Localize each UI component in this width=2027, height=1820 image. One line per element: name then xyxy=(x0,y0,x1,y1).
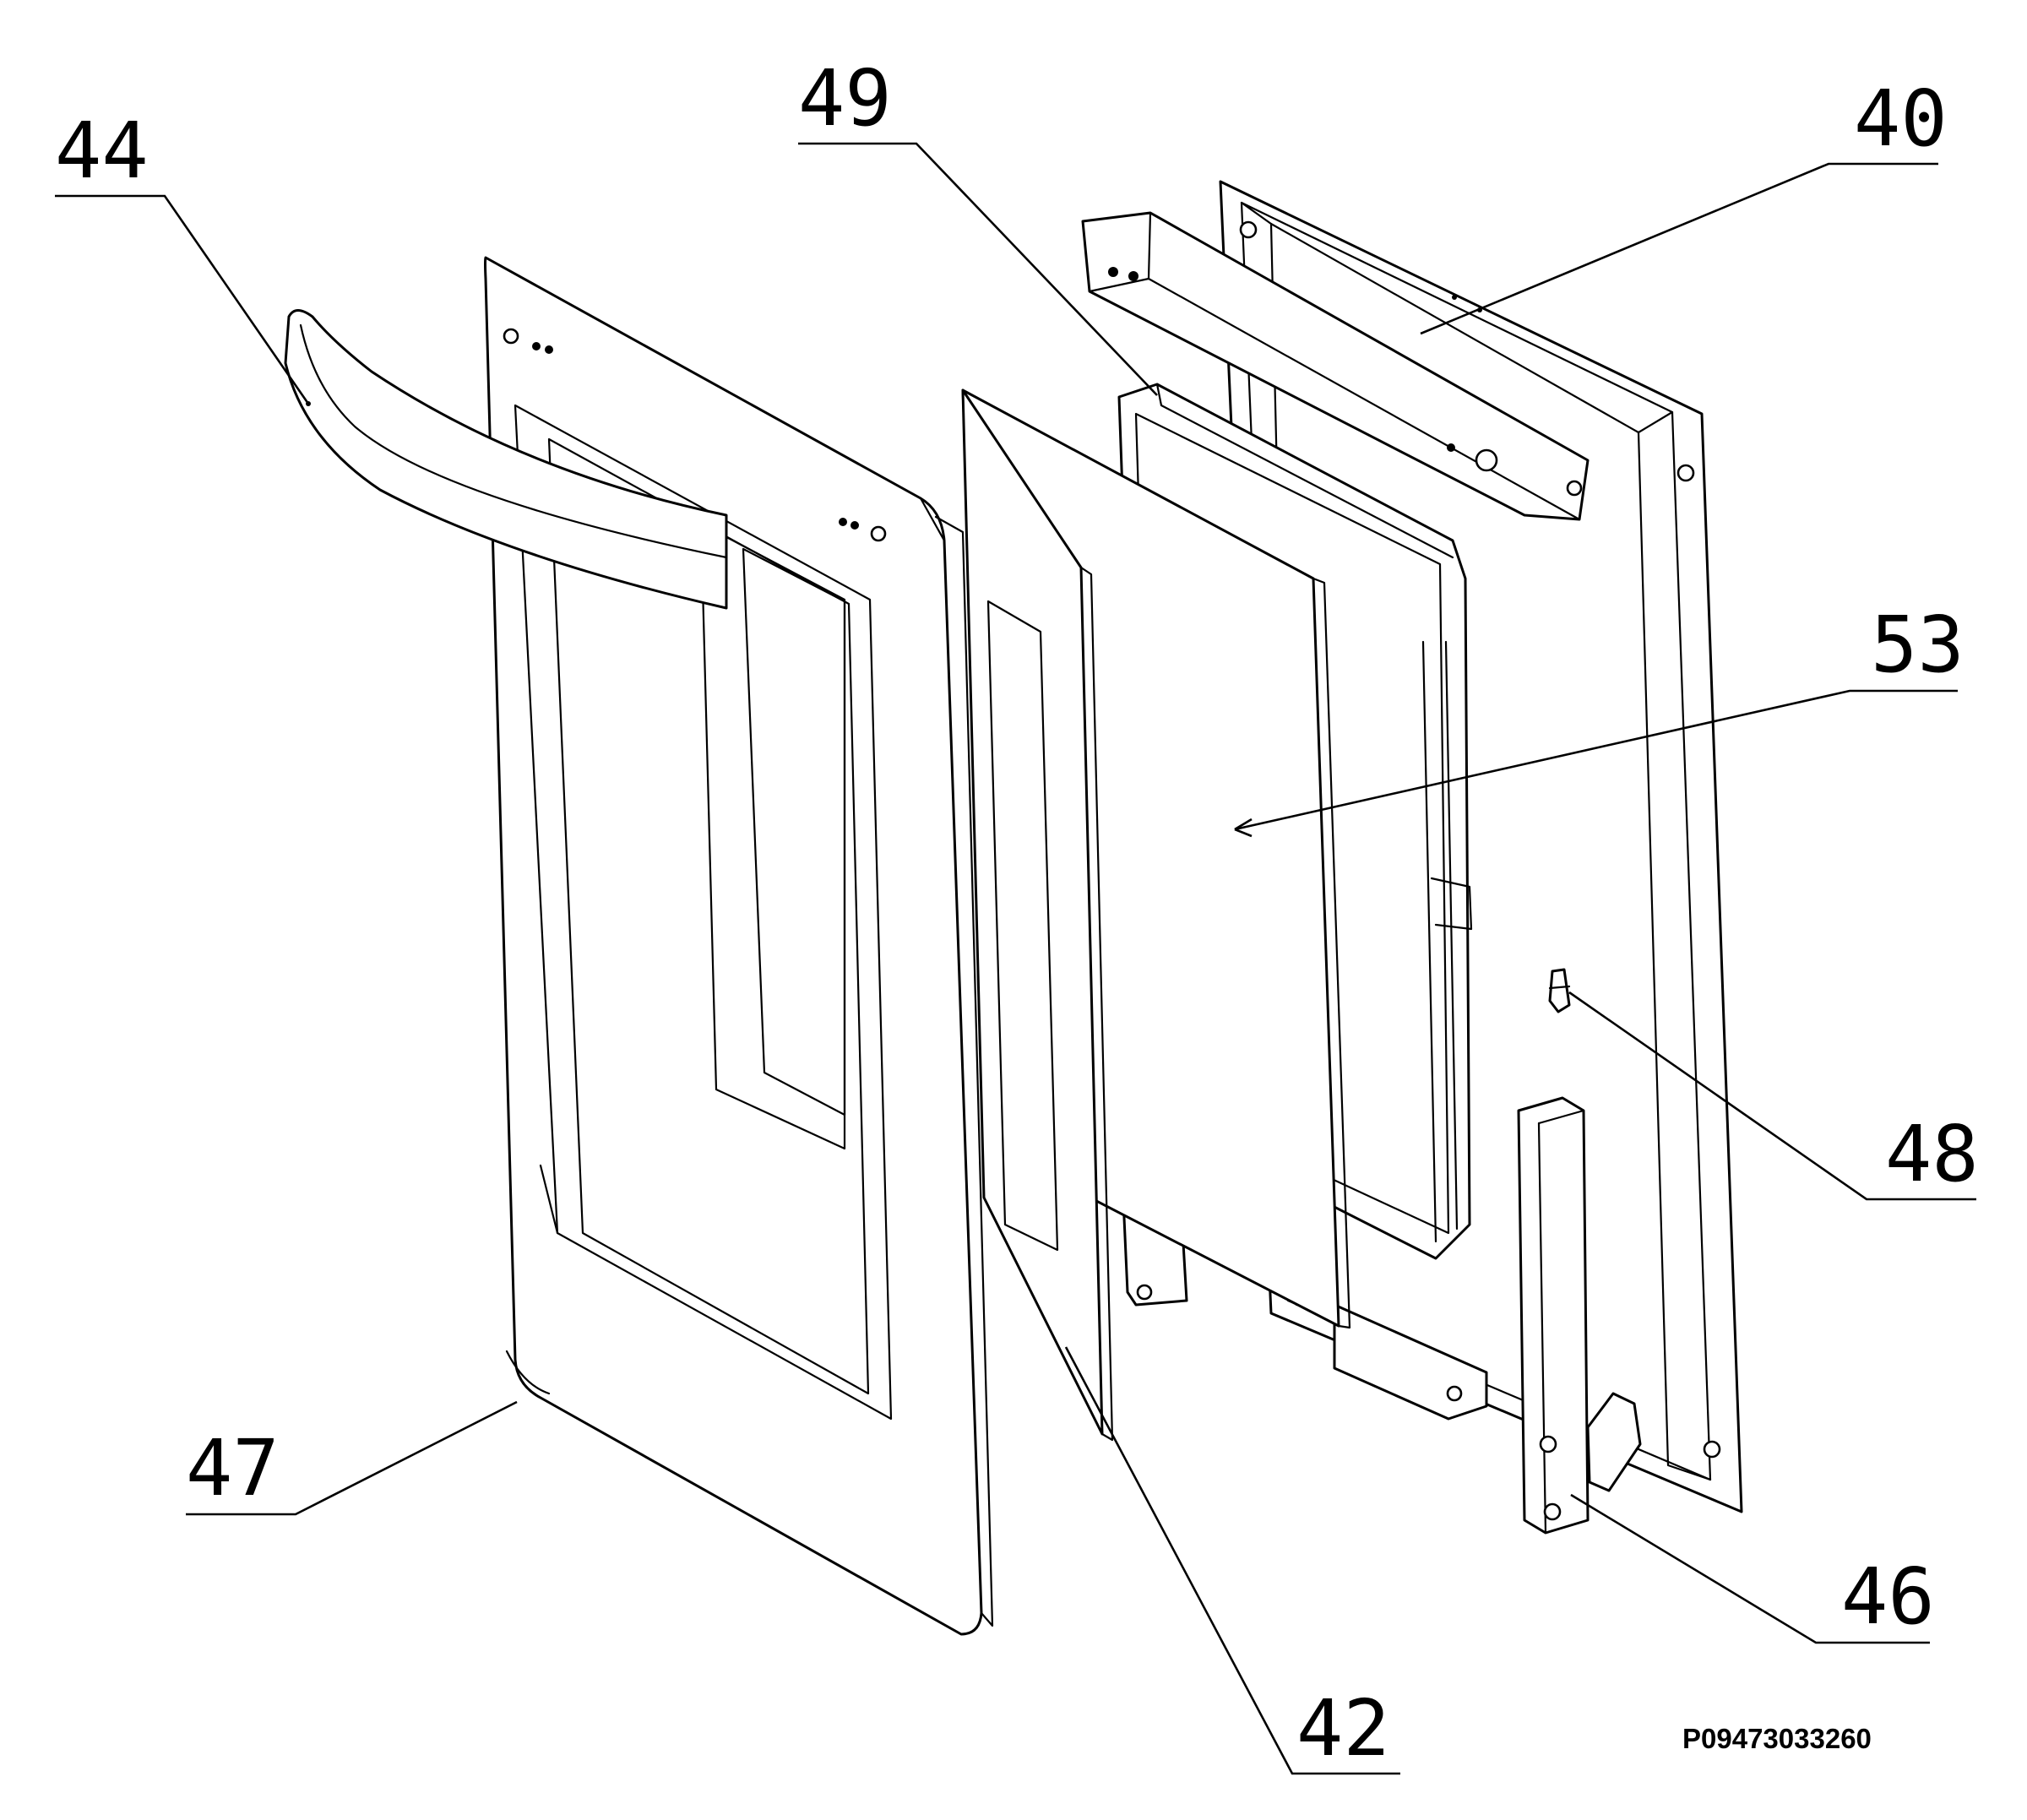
callout-44: 44 xyxy=(55,106,310,405)
callout-label-47: 47 xyxy=(186,1423,280,1513)
callout-47: 47 xyxy=(186,1400,518,1516)
callout-42: 42 xyxy=(1064,1346,1400,1775)
hinge-bracket-rail xyxy=(1081,211,1590,521)
callout-label-40: 40 xyxy=(1854,73,1948,164)
part-47-front-panel xyxy=(484,256,994,1636)
part-42-mid-glass xyxy=(961,388,1114,1442)
callout-label-48: 48 xyxy=(1885,1109,1979,1199)
drawing-code: P09473033260 xyxy=(1682,1723,1872,1754)
callout-label-49: 49 xyxy=(798,53,892,144)
part-48-clip xyxy=(1548,968,1571,1013)
callout-49: 49 xyxy=(798,53,1158,396)
callout-label-46: 46 xyxy=(1841,1551,1935,1642)
callout-label-42: 42 xyxy=(1296,1683,1390,1774)
callout-label-44: 44 xyxy=(55,106,149,196)
callout-40: 40 xyxy=(1420,73,1948,335)
part-46-hinge xyxy=(1517,1096,1642,1535)
callout-46: 46 xyxy=(1570,1493,1935,1644)
callout-label-53: 53 xyxy=(1871,600,1965,690)
callout-48: 48 xyxy=(1568,991,1979,1201)
lower-bracket xyxy=(1122,1198,1488,1421)
callout-53: 53 xyxy=(1234,600,1965,838)
